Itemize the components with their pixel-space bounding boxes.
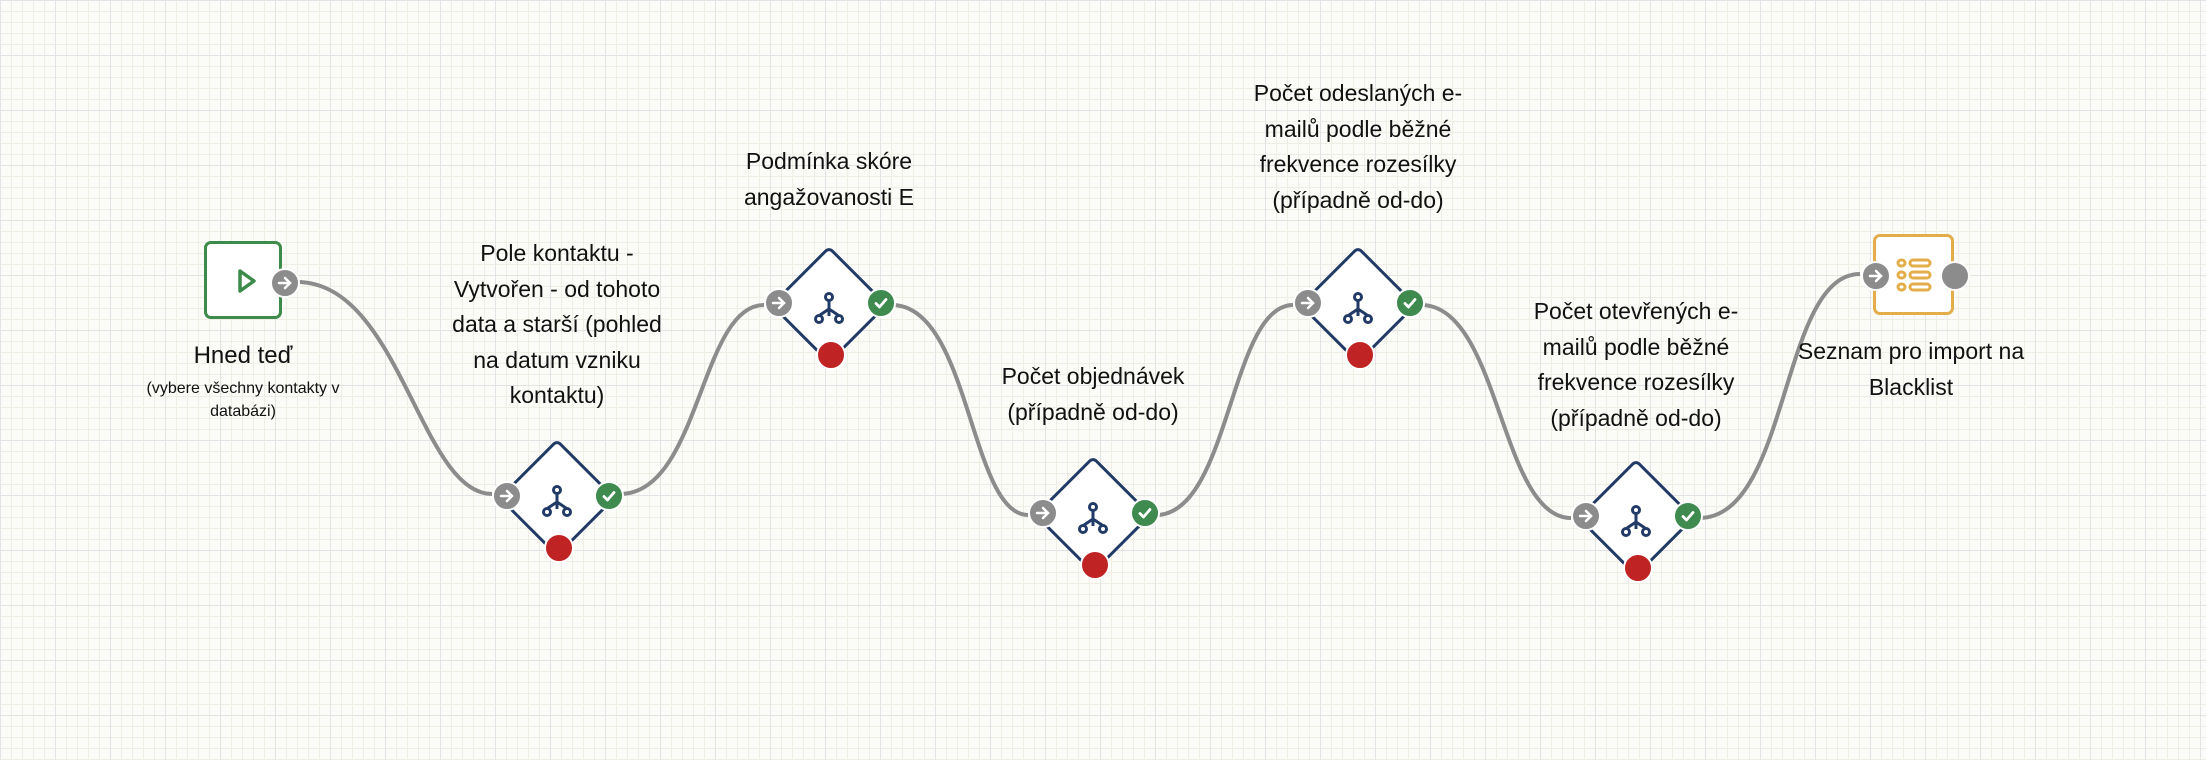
branch-icon: [1621, 505, 1651, 537]
condition-no-port[interactable]: [1080, 550, 1110, 580]
condition-yes-port[interactable]: [1673, 501, 1703, 531]
arrow-right-icon: [1578, 509, 1593, 523]
wire-c4-to-c5: [1420, 303, 1572, 520]
arrow-right-icon: [1300, 296, 1315, 310]
branch-icon: [1343, 292, 1373, 324]
start-title: Hned teď: [193, 342, 293, 369]
condition-yes-port[interactable]: [594, 481, 624, 511]
condition-label-line: Počet otevřených e-: [1533, 298, 1739, 324]
condition-label-line: (případně od-do): [1007, 398, 1179, 425]
start-subtitle-1: (vybere všechny kontakty v: [146, 380, 340, 397]
condition-label-line: kontaktu): [509, 382, 605, 408]
wire-c1-to-c2: [619, 303, 765, 496]
condition-no-port[interactable]: [1623, 553, 1653, 583]
branch-icon: [1078, 502, 1108, 534]
condition-label-line: Podmínka skóre: [745, 148, 913, 174]
wire-start-to-c1: [296, 280, 493, 496]
condition-label-line: frekvence rozesílky: [1537, 369, 1735, 395]
condition-label-line: frekvence rozesílky: [1259, 151, 1457, 177]
condition-label-line: mailů podle běžné: [1264, 115, 1452, 142]
check-icon: [1681, 511, 1695, 522]
condition-label-line: (případně od-do): [1550, 404, 1722, 431]
arrow-right-icon: [499, 489, 514, 503]
condition-no-port[interactable]: [544, 533, 574, 563]
end-input-port[interactable]: [1861, 261, 1891, 291]
wire-c2-to-c3: [891, 303, 1029, 517]
start-output-port[interactable]: [270, 268, 300, 298]
condition-input-port[interactable]: [1571, 501, 1601, 531]
arrow-right-icon: [1035, 506, 1050, 520]
condition-yes-port[interactable]: [1130, 498, 1160, 528]
condition-label-line: Počet objednávek: [1001, 363, 1185, 389]
wire-c5-to-end: [1698, 272, 1861, 520]
check-icon: [602, 491, 616, 502]
check-icon: [1138, 508, 1152, 519]
end-label-line-2: Blacklist: [1868, 374, 1954, 400]
list-icon: [1896, 258, 1932, 292]
end-output-port[interactable]: [1940, 261, 1970, 291]
condition-no-port[interactable]: [816, 340, 846, 370]
condition-no-port[interactable]: [1345, 340, 1375, 370]
check-icon: [874, 298, 888, 309]
condition-yes-port[interactable]: [866, 288, 896, 318]
condition-input-port[interactable]: [1028, 498, 1058, 528]
wire-c3-to-c4: [1155, 303, 1294, 517]
start-node[interactable]: [204, 241, 282, 319]
condition-label-line: data a starší (pohled: [452, 311, 662, 337]
condition-input-port[interactable]: [492, 481, 522, 511]
branch-icon: [542, 485, 572, 517]
condition-label-line: angažovanosti E: [743, 183, 915, 210]
arrow-right-icon: [771, 296, 786, 310]
condition-label-line: Vytvořen - od tohoto: [453, 275, 661, 302]
end-label-line-1: Seznam pro import na: [1797, 338, 2025, 364]
branch-icon: [814, 292, 844, 324]
condition-label-line: (případně od-do): [1272, 186, 1444, 213]
check-icon: [1403, 298, 1417, 309]
condition-input-port[interactable]: [764, 288, 794, 318]
start-subtitle-2: databázi): [210, 403, 276, 420]
condition-yes-port[interactable]: [1395, 288, 1425, 318]
play-icon: [238, 269, 256, 293]
condition-input-port[interactable]: [1293, 288, 1323, 318]
condition-label-line: mailů podle běžné: [1542, 333, 1730, 360]
condition-label-line: Pole kontaktu -: [480, 240, 634, 266]
arrow-right-icon: [1868, 269, 1883, 283]
condition-label-line: na datum vzniku: [473, 346, 641, 373]
condition-label-line: Počet odeslaných e-: [1253, 80, 1463, 106]
arrow-right-icon: [277, 276, 292, 290]
